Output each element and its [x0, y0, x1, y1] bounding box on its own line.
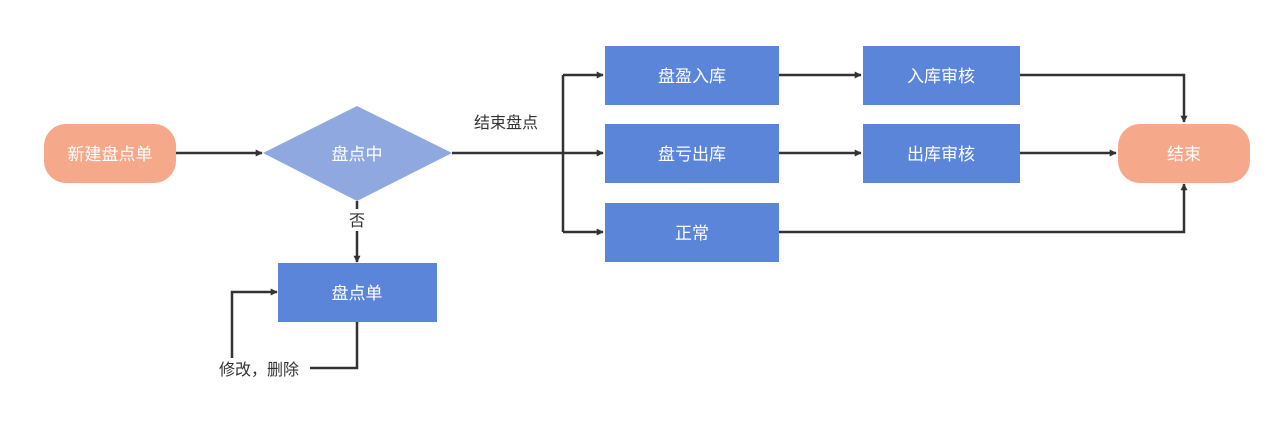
node-surplus-in: 盘盈入库 [605, 46, 779, 105]
loss-out-shape [605, 124, 779, 183]
surplus-in-shape [605, 46, 779, 105]
sheet-label: 盘点单 [332, 284, 383, 304]
start-shape [44, 124, 176, 183]
node-in-review: 入库审核 [863, 46, 1020, 105]
in-review-shape [863, 46, 1020, 105]
edge-label-finish-count: 结束盘点 [474, 113, 538, 132]
start-label: 新建盘点单 [68, 145, 153, 165]
out-review-shape [863, 124, 1020, 183]
surplus-in-label: 盘盈入库 [658, 67, 726, 87]
node-loss-out: 盘亏出库 [605, 124, 779, 183]
end-shape [1118, 124, 1250, 183]
normal-shape [605, 203, 779, 262]
node-end: 结束 [1118, 124, 1250, 183]
node-sheet: 盘点单 [278, 263, 437, 322]
sheet-shape [278, 263, 437, 322]
edge-label-no: 否 [349, 211, 365, 230]
node-normal: 正常 [605, 203, 779, 262]
edge-label-bg-no [346, 209, 368, 231]
decision-shape [263, 106, 452, 201]
out-review-label: 出库审核 [907, 145, 975, 165]
edge-label-bg-edit [208, 358, 310, 380]
edge-normal-to-end [779, 183, 1188, 234]
normal-label: 正常 [675, 224, 709, 244]
edge-label-edit-delete: 修改，删除 [219, 360, 299, 379]
node-decision: 盘点中 [263, 106, 452, 201]
end-label: 结束 [1167, 145, 1201, 165]
node-out-review: 出库审核 [863, 124, 1020, 183]
node-start: 新建盘点单 [44, 124, 176, 183]
edge-in-review-to-end [1020, 73, 1188, 123]
in-review-label: 入库审核 [907, 67, 975, 87]
loss-out-label: 盘亏出库 [658, 145, 726, 165]
decision-label: 盘点中 [332, 145, 383, 165]
